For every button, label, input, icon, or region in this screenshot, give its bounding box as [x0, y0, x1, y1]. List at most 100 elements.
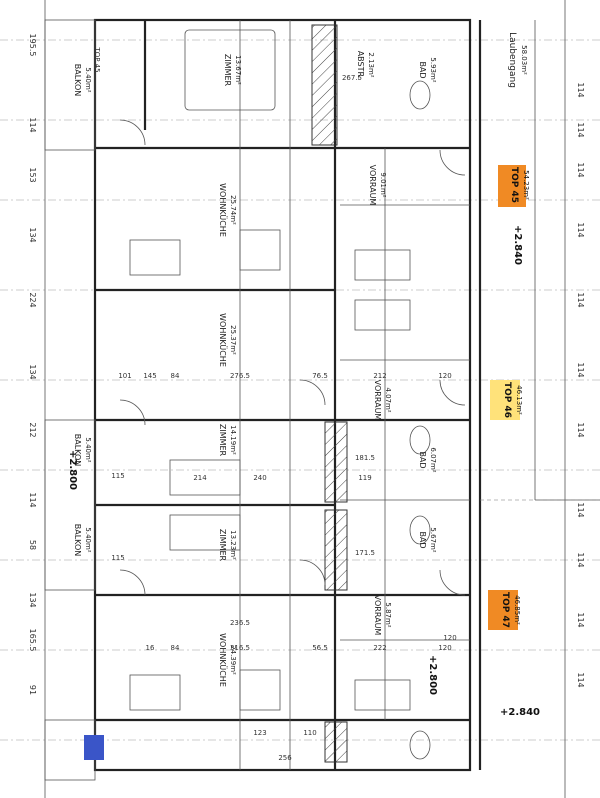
dimension-label: 236.5 [230, 619, 250, 627]
room-area: 2.13m² [367, 52, 375, 77]
room-area: 4.07m² [384, 387, 392, 412]
room-name: BAD [418, 61, 427, 78]
room-name: BALKON [73, 434, 82, 467]
room-area: 5.67m² [429, 527, 437, 552]
dimension-label: 165.5 [28, 629, 37, 652]
room-area: 14.19m² [229, 425, 237, 455]
top48-stamp-bg [84, 735, 104, 760]
dimension-label: 120 [438, 372, 451, 380]
dimension-label: 91 [28, 685, 37, 695]
dimension-label: 120 [438, 644, 451, 652]
room-name: ABSTR. [356, 51, 365, 80]
room-area: 13.67m² [234, 55, 242, 85]
shafts [311, 24, 348, 763]
dimension-label: 145 [143, 372, 156, 380]
room-name: BALKON [73, 524, 82, 557]
room-area: 5.40m² [84, 67, 92, 92]
dimension-label: 58 [28, 540, 37, 550]
dimension-label: 276.5 [230, 372, 250, 380]
dimension-label: 171.5 [355, 549, 375, 557]
room-name: BAD [418, 451, 427, 468]
dimension-label: 114 [28, 117, 37, 132]
dimension-label: 212 [373, 372, 386, 380]
unit-label: TOP 45 [93, 46, 101, 72]
building-walls [93, 18, 472, 772]
room-name: ZIMMER [223, 54, 232, 87]
dimension-label: 114 [576, 422, 585, 437]
dimension-label: 84 [171, 644, 180, 652]
top45-stamp-bg [498, 165, 526, 207]
dimension-label: 114 [576, 222, 585, 237]
dimension-label: 114 [576, 292, 585, 307]
dimension-label: 153 [28, 167, 37, 182]
dimension-label: 123 [253, 729, 266, 737]
unit-area: 46.13m² [515, 385, 523, 415]
dimension-label: 256 [278, 754, 292, 762]
dimension-label: 114 [576, 162, 585, 177]
elevation-marker: +2.800 [67, 450, 78, 490]
dimension-label: 101 [118, 372, 131, 380]
dimension-label: 134 [28, 227, 37, 242]
top47-stamp-bg [488, 590, 518, 630]
dimension-label: 212 [28, 422, 37, 437]
dimension-label: 114 [576, 552, 585, 567]
room-name: ZIMMER [218, 529, 227, 562]
dimension-label: 114 [28, 492, 37, 507]
dimension-label: 16 [146, 644, 155, 652]
dimension-label: 110 [303, 729, 316, 737]
room-area: 5.40m² [84, 437, 92, 462]
dimension-label: 222 [373, 644, 386, 652]
elevation-marker: +2.840 [512, 225, 523, 265]
room-area: 9.01m² [379, 172, 387, 197]
dimension-label: 240 [253, 474, 266, 482]
hallway-laubengang [478, 20, 600, 770]
room-area: 13.23m² [229, 530, 237, 560]
dimension-label: 76.5 [312, 372, 328, 380]
dimension-label: 114 [576, 122, 585, 137]
room-name: VORRAUM [373, 380, 382, 421]
unit-area: 46.85m² [513, 595, 521, 625]
door-swings [119, 119, 466, 596]
room-area: 5.87m² [384, 602, 392, 627]
hallway-area: 58.03m² [520, 45, 528, 75]
dimension-label: 224 [28, 292, 37, 307]
dimension-label: 214 [193, 474, 207, 482]
elevation-marker: +2.800 [427, 655, 438, 695]
dimension-label: 115 [111, 472, 124, 480]
furniture [129, 29, 431, 760]
elevation-marker: +2.840 [500, 707, 540, 718]
unit-label: TOP 45 [509, 167, 519, 203]
room-area: 24.39m² [229, 645, 237, 675]
room-name: WOHNKÜCHE [218, 633, 228, 687]
unit-area: 54.23m² [522, 170, 530, 200]
room-area: 5.93m² [429, 57, 437, 82]
room-name: BAD [418, 531, 427, 548]
room-name: WOHNKÜCHE [218, 183, 228, 237]
dimension-label: 114 [576, 502, 585, 517]
room-name: VORRAUM [368, 165, 377, 206]
top46-stamp-bg [490, 380, 520, 420]
room-area: 6.07m² [429, 447, 437, 472]
dimension-label: 119 [358, 474, 371, 482]
dimension-label: 114 [576, 672, 585, 687]
room-name: ZIMMER [218, 424, 227, 457]
dimension-label: 181.5 [355, 454, 375, 462]
dimension-label: 120 [443, 634, 456, 642]
hallway-label: Laubengang [507, 32, 517, 88]
unit-label: TOP 47 [500, 592, 510, 628]
room-name: BALKON [73, 64, 82, 97]
dimension-label: 114 [576, 612, 585, 627]
dimension-label: 114 [576, 362, 585, 377]
dimension-label: 267.5 [342, 74, 362, 82]
room-area: 25.37m² [229, 325, 237, 355]
dimension-label: 316.5 [230, 644, 250, 652]
dimension-label: 195.5 [28, 34, 37, 57]
dimension-label: 115 [111, 554, 124, 562]
room-area: 25.74m² [229, 195, 237, 225]
dimension-label: 84 [171, 372, 180, 380]
room-name: VORRAUM [373, 595, 382, 636]
